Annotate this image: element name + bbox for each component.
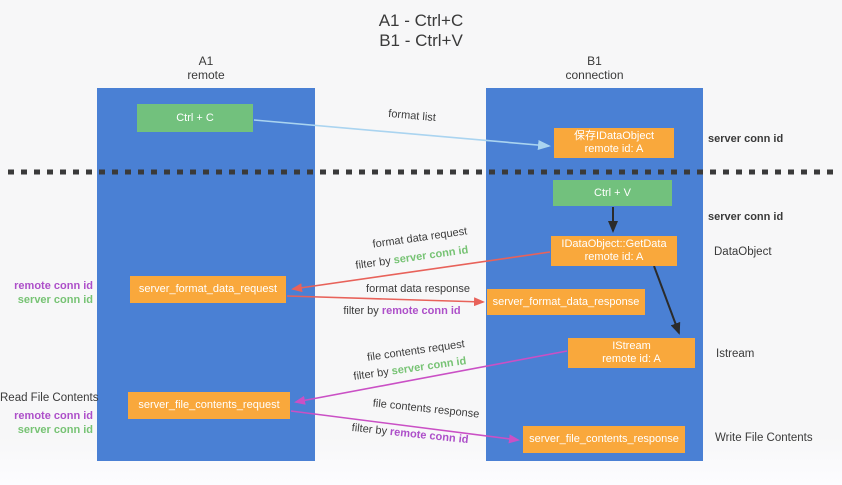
label-server-conn-id-right-top: server conn id <box>708 133 784 145</box>
node-istream-line1: IStream <box>612 340 651 352</box>
getdata-to-istream-arrow <box>653 265 681 335</box>
node-getdata-line2: remote id: A <box>584 251 644 263</box>
lane-a1-subtitle: remote <box>187 67 225 82</box>
label-write-file-contents: Write File Contents <box>715 432 813 444</box>
lane-b1-title: B1 <box>587 54 602 68</box>
title-line-1: A1 - Ctrl+C <box>378 11 464 30</box>
node-server-file-contents-request: server_file_contents_request <box>128 392 290 419</box>
node-ctrl-v: Ctrl + V <box>553 180 672 206</box>
lane-a1-title: A1 <box>198 54 214 68</box>
node-server-format-data-response: server_format_data_response <box>487 289 645 315</box>
label-server-conn-id-left-2: server conn id <box>17 424 93 436</box>
label-read-file-contents: Read File Contents <box>0 392 99 404</box>
node-save-idataobject-line2: remote id: A <box>584 143 644 155</box>
label-format-data-response: format data response <box>366 283 470 295</box>
label-dataobject: DataObject <box>714 246 772 258</box>
node-server-file-contents-response: server_file_contents_response <box>523 426 685 453</box>
node-ctrl-c: Ctrl + C <box>137 104 253 132</box>
lane-header-b1: B1 connection <box>486 54 703 82</box>
format-request-to-response-arrow <box>286 295 485 307</box>
node-server-format-data-request: server_format_data_request <box>130 276 286 303</box>
label-left-conn-ids-2: remote conn id server conn id <box>0 409 93 437</box>
label-remote-conn-id-left-1: remote conn id <box>14 280 93 292</box>
node-ctrl-c-label: Ctrl + C <box>176 111 214 124</box>
node-getdata-line1: IDataObject::GetData <box>561 238 667 250</box>
node-idataobject-getdata: IDataObject::GetData remote id: A <box>551 236 677 266</box>
format-list-arrow <box>253 119 551 151</box>
node-file-request-label: server_file_contents_request <box>138 399 280 411</box>
file-request-to-response-arrow <box>290 410 520 444</box>
label-server-conn-id-left-1: server conn id <box>17 294 93 306</box>
node-format-request-label: server_format_data_request <box>138 283 278 295</box>
label-left-conn-ids-1: remote conn id server conn id <box>0 279 93 307</box>
node-save-idataobject: 保存IDataObject remote id: A <box>554 128 674 158</box>
label-server-conn-id-right-mid: server conn id <box>708 211 784 223</box>
node-istream: IStream remote id: A <box>568 338 695 368</box>
node-save-idataobject-line1: 保存IDataObject <box>573 130 655 142</box>
istream-to-file-request-arrow <box>294 350 568 405</box>
page-title: A1 - Ctrl+C B1 - Ctrl+V <box>0 11 842 51</box>
label-remote-conn-id-left-2: remote conn id <box>14 410 93 422</box>
title-line-2: B1 - Ctrl+V <box>379 31 463 50</box>
lane-header-a1: A1 remote <box>97 54 315 82</box>
node-format-response-label: server_format_data_response <box>492 295 640 308</box>
lane-b1-subtitle: connection <box>565 67 624 82</box>
node-ctrl-v-label: Ctrl + V <box>594 186 631 199</box>
getdata-to-format-request-arrow <box>291 251 551 293</box>
node-istream-line2: remote id: A <box>602 353 661 365</box>
label-istream-right: Istream <box>716 348 755 360</box>
node-file-response-label: server_file_contents_response <box>529 433 679 445</box>
